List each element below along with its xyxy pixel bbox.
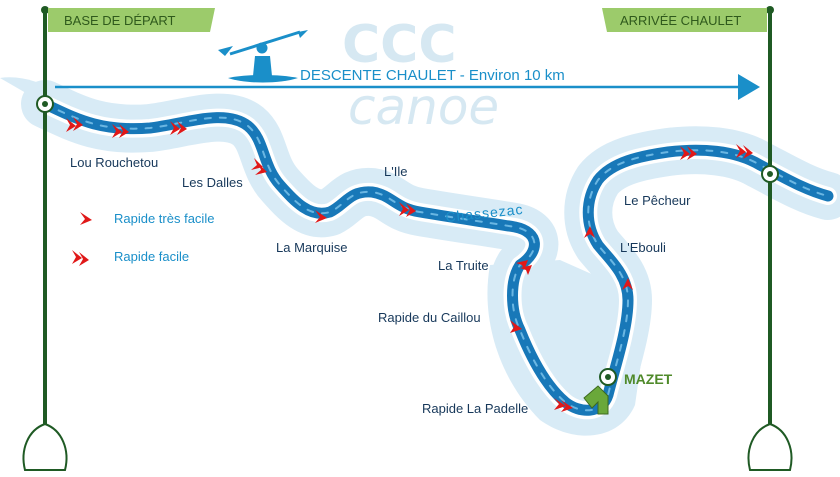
- rapid-very-easy-icon: [315, 210, 327, 223]
- start-flag: BASE DE DÉPART: [22, 6, 215, 471]
- end-flag-label: ARRIVÉE CHAULET: [620, 13, 741, 28]
- rapid-easy-icon: [66, 117, 83, 132]
- landing-icon: [583, 385, 609, 415]
- place-mazet: MAZET: [624, 371, 673, 387]
- start-marker-icon: [36, 95, 54, 113]
- place-les-dalles: Les Dalles: [182, 175, 243, 190]
- rapid-easy-icon: [516, 260, 532, 275]
- rapid-very-easy-icon: [622, 278, 633, 290]
- legend-easy-label: Rapide facile: [114, 249, 189, 264]
- place-l-ile: L'Ile: [384, 164, 407, 179]
- place-le-pecheur: Le Pêcheur: [624, 193, 691, 208]
- location-marker-icon: [599, 368, 617, 386]
- end-flag: ARRIVÉE CHAULET: [602, 6, 793, 471]
- rapid-easy-icon: [554, 398, 573, 412]
- start-flag-label: BASE DE DÉPART: [64, 13, 176, 28]
- place-la-truite: La Truite: [438, 258, 489, 273]
- legend-very-easy-label: Rapide très facile: [114, 211, 214, 226]
- kayaker-icon: [218, 30, 308, 83]
- rapid-very-easy-icon: [584, 226, 595, 238]
- place-l-ebouli: L'Ebouli: [620, 240, 666, 255]
- route-title: DESCENTE CHAULET - Environ 10 km: [300, 67, 565, 84]
- rapid-easy-icon: [72, 250, 89, 266]
- rapid-easy-icon: [112, 124, 129, 138]
- rapid-easy-icon: [680, 146, 697, 160]
- rapid-very-easy-icon: [80, 212, 92, 225]
- rapid-easy-icon: [170, 121, 187, 135]
- place-lou-rouchetou: Lou Rouchetou: [70, 155, 158, 170]
- legend: Rapide très facile Rapide facile: [72, 211, 214, 266]
- direction-arrow: [55, 74, 760, 100]
- rapid-easy-icon: [399, 202, 416, 217]
- place-rapide-du-caillou: Rapide du Caillou: [378, 310, 481, 325]
- rapid-easy-icon: [251, 158, 267, 175]
- place-la-marquise: La Marquise: [276, 240, 348, 255]
- end-marker-icon: [761, 165, 779, 183]
- rapid-easy-icon: [736, 144, 753, 159]
- rapid-very-easy-icon: [510, 320, 522, 333]
- rapids: [66, 117, 753, 412]
- watermark-ccc: CCC: [342, 15, 457, 75]
- place-rapide-la-padelle: Rapide La Padelle: [422, 401, 528, 416]
